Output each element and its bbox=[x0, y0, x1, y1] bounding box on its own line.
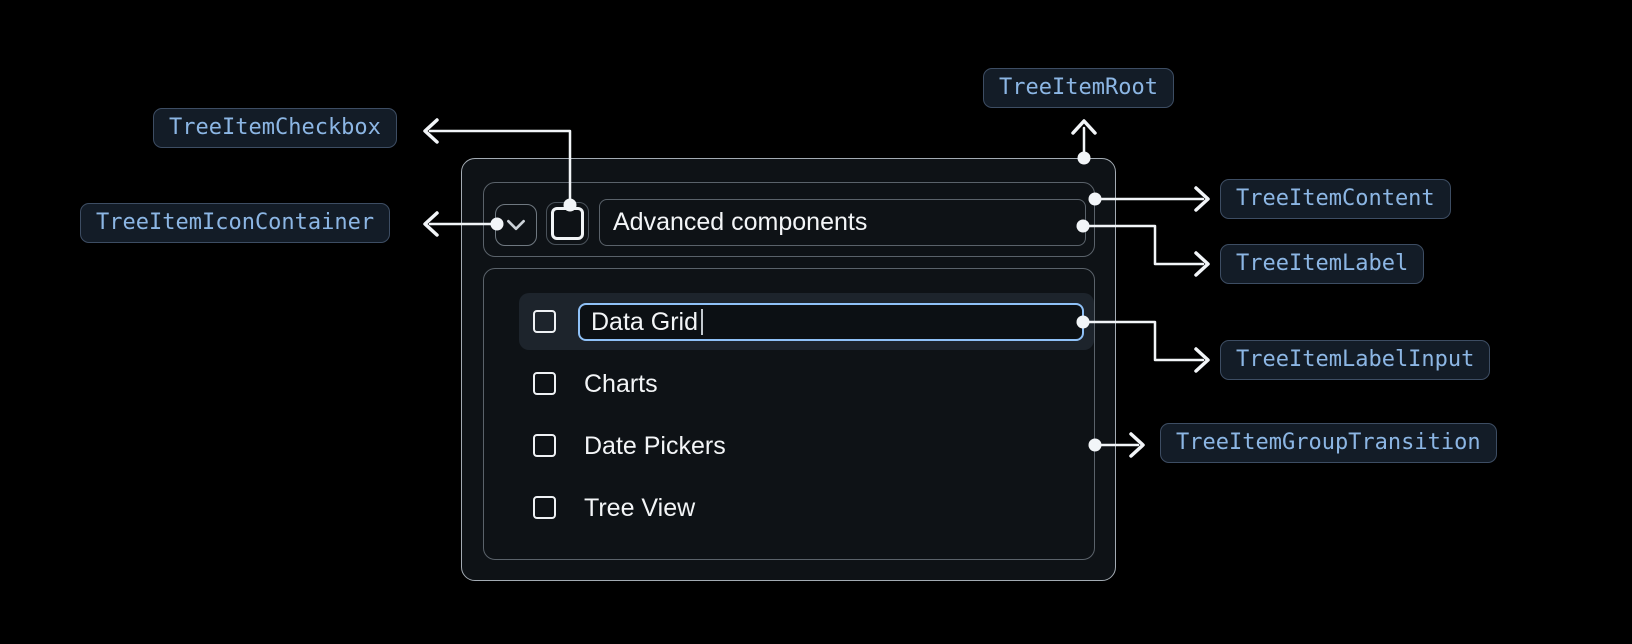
row-label-charts[interactable]: Charts bbox=[584, 370, 658, 398]
annotation-tree-item-icon-container: TreeItemIconContainer bbox=[80, 203, 391, 243]
tree-item-group-transition bbox=[483, 268, 1095, 560]
annotation-tree-item-group-transition: TreeItemGroupTransition bbox=[1160, 423, 1497, 463]
arrowhead-right-icon bbox=[1194, 251, 1210, 277]
annotation-tree-item-content: TreeItemContent bbox=[1220, 179, 1451, 219]
tree-item-checkbox[interactable] bbox=[546, 202, 589, 245]
annotation-tree-item-root: TreeItemRoot bbox=[983, 68, 1174, 108]
row-checkbox-tree-view[interactable] bbox=[533, 496, 556, 519]
tree-item-label-input[interactable]: Data Grid bbox=[578, 303, 1084, 341]
annotation-tree-item-label-input: TreeItemLabelInput bbox=[1220, 340, 1491, 380]
tree-item-icon-container[interactable] bbox=[495, 204, 537, 246]
row-checkbox-charts[interactable] bbox=[533, 372, 556, 395]
tree-item-label[interactable]: Advanced components bbox=[599, 199, 1086, 246]
row-label-tree-view[interactable]: Tree View bbox=[584, 494, 696, 522]
annotation-tree-item-label: TreeItemLabel bbox=[1220, 244, 1425, 284]
arrowhead-left-icon bbox=[423, 211, 439, 237]
tree-item-root bbox=[461, 158, 1116, 581]
row-checkbox-data-grid[interactable] bbox=[533, 310, 556, 333]
annotation-tree-item-checkbox: TreeItemCheckbox bbox=[153, 108, 397, 148]
row-label-date-pickers[interactable]: Date Pickers bbox=[584, 432, 726, 460]
row-checkbox-date-pickers[interactable] bbox=[533, 434, 556, 457]
chevron-down-icon bbox=[507, 219, 525, 231]
label-input-value: Data Grid bbox=[591, 307, 698, 336]
arrowhead-right-icon bbox=[1194, 347, 1210, 373]
arrowhead-left-icon bbox=[423, 118, 439, 144]
arrowhead-up-icon bbox=[1071, 119, 1097, 135]
tree-item-label-text: Advanced components bbox=[613, 208, 868, 236]
arrowhead-right-icon bbox=[1194, 186, 1210, 212]
tree-item-content[interactable] bbox=[483, 182, 1095, 257]
text-cursor bbox=[700, 309, 703, 335]
arrowhead-right-icon bbox=[1129, 432, 1145, 458]
checkbox-unchecked-icon bbox=[551, 207, 584, 240]
